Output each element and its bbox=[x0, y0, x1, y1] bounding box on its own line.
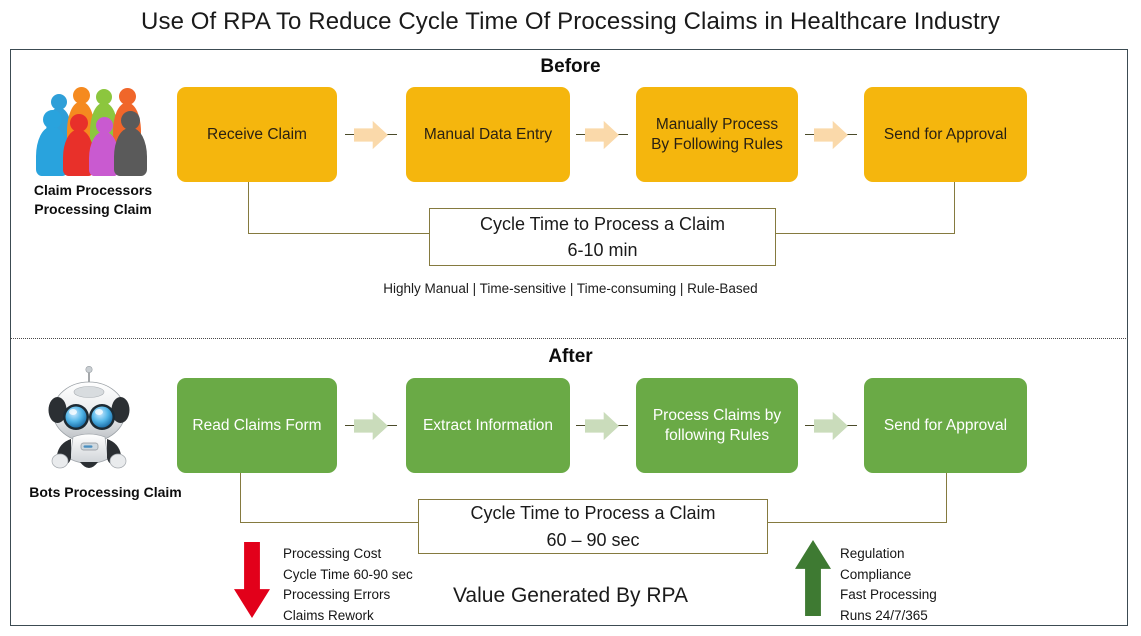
before-tagline: Highly Manual | Time-sensitive | Time-co… bbox=[383, 281, 758, 296]
value-item: Claims Rework bbox=[283, 607, 374, 623]
flow-arrow-1-before bbox=[345, 120, 397, 150]
section-divider bbox=[10, 338, 1128, 339]
process-box-manual-data-entry[interactable]: Manual Data Entry bbox=[406, 87, 570, 182]
process-box-label-line1: Manually Process bbox=[655, 116, 779, 134]
process-box-extract-information[interactable]: Extract Information bbox=[406, 378, 570, 473]
process-box-receive-claim[interactable]: Receive Claim bbox=[177, 87, 337, 182]
arrow-right-icon bbox=[354, 120, 388, 150]
cycle-time-box-after: Cycle Time to Process a Claim 60 – 90 se… bbox=[418, 499, 768, 554]
cycle-time-title: Cycle Time to Process a Claim bbox=[470, 503, 716, 524]
value-item: Processing Cost bbox=[283, 546, 382, 561]
process-box-send-for-approval-after[interactable]: Send for Approval bbox=[864, 378, 1027, 473]
process-box-label: Send for Approval bbox=[883, 125, 1008, 143]
process-box-label: Process Claims by following Rules bbox=[653, 406, 781, 445]
cycle-time-value: 60 – 90 sec bbox=[546, 529, 640, 550]
process-box-label: Send for Approval bbox=[883, 416, 1008, 434]
caption-claim-processors: Claim Processors Processing Claim bbox=[18, 181, 168, 219]
process-box-read-claims-form[interactable]: Read Claims Form bbox=[177, 378, 337, 473]
bracket-before-right bbox=[773, 182, 955, 234]
section-label-after: After bbox=[548, 346, 593, 367]
process-box-manually-process[interactable]: Manually Process By Following Rules bbox=[636, 87, 798, 182]
process-box-label-line2: following Rules bbox=[664, 426, 770, 444]
value-increase-list: Regulation Compliance Fast Processing Ru… bbox=[840, 544, 937, 626]
bracket-after-left bbox=[240, 473, 420, 523]
arrow-right-icon bbox=[354, 411, 388, 441]
cycle-time-box-before: Cycle Time to Process a Claim 6-10 min bbox=[429, 208, 776, 266]
bracket-after-right bbox=[767, 473, 947, 523]
process-box-process-claims[interactable]: Process Claims by following Rules bbox=[636, 378, 798, 473]
value-item: Fast Processing bbox=[840, 587, 937, 603]
robot-icon bbox=[45, 365, 133, 471]
people-group-icon bbox=[30, 84, 155, 179]
flow-arrow-2-before bbox=[576, 120, 628, 150]
flow-arrow-3-after bbox=[805, 411, 857, 441]
caption-bots-processing-claim: Bots Processing Claim bbox=[29, 484, 182, 500]
page-title: Use Of RPA To Reduce Cycle Time Of Proce… bbox=[141, 8, 1000, 35]
value-decrease-list: Processing Cost Cycle Time 60-90 sec Pro… bbox=[283, 544, 413, 626]
flow-arrow-2-after bbox=[576, 411, 628, 441]
process-box-label: Manual Data Entry bbox=[423, 125, 553, 143]
value-item: Cycle Time 60-90 sec bbox=[283, 566, 413, 582]
arrow-right-icon bbox=[814, 411, 848, 441]
process-box-label: Receive Claim bbox=[207, 125, 307, 143]
process-box-label: Read Claims Form bbox=[192, 416, 322, 434]
arrow-right-icon bbox=[585, 120, 619, 150]
arrow-right-icon bbox=[814, 120, 848, 150]
process-box-label-line2: By Following Rules bbox=[651, 135, 783, 153]
value-generated-title: Value Generated By RPA bbox=[452, 584, 689, 607]
value-item: Processing Errors bbox=[283, 587, 391, 603]
caption-line-1: Claim Processors bbox=[33, 182, 153, 198]
process-box-label: Extract Information bbox=[422, 416, 554, 434]
arrow-right-icon bbox=[585, 411, 619, 441]
process-box-label: Manually Process By Following Rules bbox=[651, 115, 783, 154]
flow-arrow-1-after bbox=[345, 411, 397, 441]
process-box-label-line1: Process Claims by bbox=[652, 407, 782, 425]
process-box-send-for-approval-before[interactable]: Send for Approval bbox=[864, 87, 1027, 182]
bracket-before-left bbox=[248, 182, 431, 234]
value-item: Runs 24/7/365 bbox=[840, 607, 928, 623]
cycle-time-value: 6-10 min bbox=[567, 240, 638, 260]
value-item: Compliance bbox=[840, 566, 912, 582]
cycle-time-title: Cycle Time to Process a Claim bbox=[479, 213, 726, 234]
value-item: Regulation bbox=[840, 546, 905, 561]
caption-line-2: Processing Claim bbox=[34, 200, 152, 217]
section-label-before: Before bbox=[540, 56, 601, 77]
flow-arrow-3-before bbox=[805, 120, 857, 150]
